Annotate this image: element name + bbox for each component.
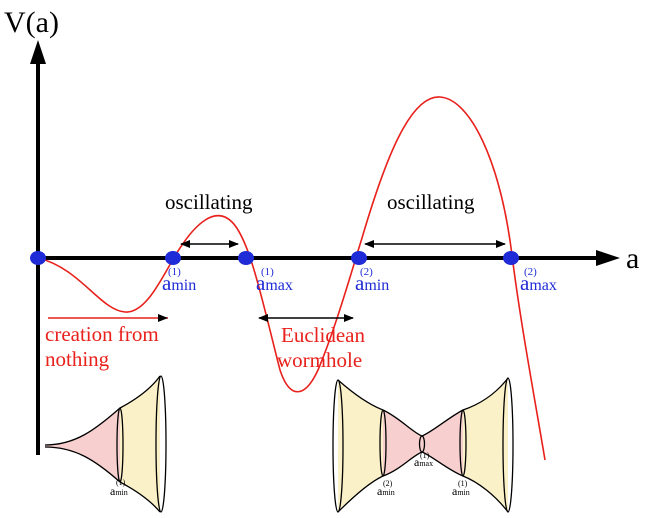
- creation-label-line1: creation from: [45, 322, 159, 346]
- right-shape-label-right-sup: (1): [458, 479, 468, 488]
- right-shape-label-center-sup: (1): [420, 451, 430, 460]
- euclidean-label-line1: Euclidean: [281, 323, 365, 347]
- euclidean-label-line2: wormhole: [277, 348, 362, 372]
- right-geometry-shape: amin (2) amax (1) amin (1): [332, 377, 514, 513]
- amax2-sup: (2): [524, 266, 537, 278]
- x-axis-arrowhead: [596, 250, 620, 266]
- critical-points: [30, 251, 519, 265]
- point-amin2: [351, 251, 367, 265]
- right-shape-label-left: amin: [377, 484, 395, 498]
- amin1-label: amin: [162, 271, 196, 295]
- right-shape-label-left-sup: (2): [383, 479, 393, 488]
- right-shape-cream-left: [338, 380, 383, 512]
- amax2-label: amax: [520, 271, 557, 295]
- amax1-sup: (1): [261, 266, 274, 278]
- right-shape-ring-left-mid: [379, 409, 387, 477]
- oscillating-label-2: oscillating: [387, 190, 475, 214]
- y-axis-title: V(a): [4, 6, 59, 39]
- amin2-label: amin: [355, 271, 389, 295]
- right-shape-cream-right: [463, 378, 508, 512]
- point-labels: amin (1) amax (1) amin (2) amax (2): [162, 266, 557, 295]
- right-shape-ring-right-end: [502, 377, 514, 513]
- point-amin1: [165, 251, 181, 265]
- left-shape-ring-mid: [116, 407, 124, 483]
- oscillating-annotations: oscillating oscillating: [165, 190, 506, 248]
- left-shape-ring-end: [155, 375, 167, 513]
- left-shape-cream: [120, 376, 160, 512]
- amin1-sup: (1): [168, 266, 181, 278]
- right-shape-ring-left-end: [332, 379, 344, 513]
- point-amax2: [503, 251, 519, 265]
- right-shape-ring-center: [418, 435, 426, 453]
- right-shape-label-right: amin: [452, 484, 470, 498]
- right-shape-ring-right-mid: [459, 409, 467, 477]
- right-shape-label-center: amax: [414, 455, 433, 469]
- left-shape-label-sup: (1): [116, 478, 126, 487]
- point-origin: [30, 251, 46, 265]
- potential-curve: [37, 96, 546, 461]
- amax1-label: amax: [256, 271, 293, 295]
- oscillating-label-1: oscillating: [165, 190, 253, 214]
- creation-arrowhead: [158, 314, 168, 322]
- creation-label-line2: nothing: [45, 347, 110, 371]
- left-geometry-shape: amin (1): [44, 375, 167, 513]
- point-amax1: [238, 251, 254, 265]
- left-shape-pink: [45, 408, 120, 482]
- amin2-sup: (2): [360, 266, 373, 278]
- euclidean-annotation: Euclidean wormhole: [258, 314, 365, 372]
- axes: V(a) a: [4, 6, 639, 455]
- x-axis-title: a: [626, 242, 639, 275]
- creation-annotation: creation from nothing: [45, 314, 168, 371]
- left-shape-label: amin: [110, 484, 128, 498]
- y-axis-arrowhead: [30, 40, 46, 64]
- right-shape-pink-center: [383, 410, 463, 476]
